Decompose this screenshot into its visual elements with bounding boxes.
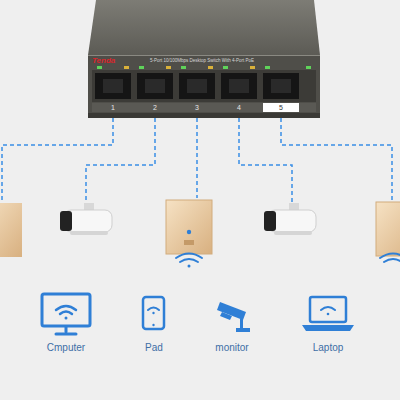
- pad-body: [143, 297, 164, 329]
- wifi-arc: [56, 306, 76, 310]
- port-contacts: [271, 79, 291, 93]
- cctv-arm: [240, 319, 243, 329]
- dashed-wire: [281, 118, 392, 200]
- port-number: 4: [229, 104, 249, 112]
- wifi-arc: [180, 259, 198, 262]
- rj45-port: [221, 73, 257, 99]
- wifi-dot: [188, 265, 191, 268]
- led: [124, 66, 129, 69]
- led: [181, 66, 186, 69]
- device-label: Pad: [118, 342, 190, 353]
- home-button: [152, 324, 154, 326]
- switch-base: [88, 113, 320, 118]
- camera-shade: [274, 231, 312, 235]
- number-strip: [92, 103, 316, 112]
- port-contacts: [103, 79, 123, 93]
- cctv-body: [217, 302, 246, 320]
- device-label: Laptop: [290, 342, 366, 353]
- switch-edge: [88, 55, 320, 56]
- wall-ap: [376, 202, 400, 256]
- port-bay: [92, 70, 316, 102]
- model-text: 5-Port 10/100Mbps Desktop Switch With 4-…: [150, 59, 254, 64]
- computer-icon: [42, 294, 90, 334]
- dashed-wire: [86, 118, 155, 205]
- device-label-group: monitor: [196, 290, 268, 356]
- led: [208, 66, 213, 69]
- port-contacts: [187, 79, 207, 93]
- cctv-base: [236, 328, 250, 332]
- dashed-wire: [2, 118, 113, 205]
- wifi-arc: [321, 307, 335, 310]
- wifi-arc: [148, 308, 159, 311]
- wifi-dot: [65, 317, 68, 320]
- wifi-signal: [176, 254, 202, 268]
- stand: [65, 327, 68, 332]
- led: [223, 66, 228, 69]
- led: [265, 66, 270, 69]
- power-led: [306, 66, 311, 69]
- network-wires: [2, 118, 392, 205]
- wifi-arc: [176, 254, 202, 259]
- device-label-group: Cmputer: [28, 290, 104, 356]
- laptop-base: [302, 325, 354, 331]
- port-contacts: [229, 79, 249, 93]
- pad-icon: [143, 297, 164, 329]
- brand-logo: Tenda: [92, 57, 115, 66]
- uplink-label-box: [263, 103, 299, 112]
- port-number: 1: [103, 104, 123, 112]
- wifi-arc: [384, 259, 400, 262]
- port-contacts: [145, 79, 165, 93]
- led: [139, 66, 144, 69]
- bullet-camera: [60, 203, 112, 235]
- switch-top: [88, 0, 320, 55]
- camera-shade: [70, 231, 108, 235]
- camera-front: [60, 211, 72, 231]
- bullet-camera: [264, 203, 316, 235]
- camera-front: [264, 211, 276, 231]
- port-number: 5: [271, 104, 291, 112]
- led: [250, 66, 255, 69]
- screen: [42, 294, 90, 326]
- port-number: 2: [145, 104, 165, 112]
- rj45-port: [95, 73, 131, 99]
- device-label: Cmputer: [28, 342, 104, 353]
- wifi-arc: [60, 312, 72, 315]
- wifi-dot: [327, 313, 330, 316]
- wifi-dot: [152, 312, 154, 314]
- wall-ap: [0, 203, 22, 257]
- switch-body: [88, 0, 320, 118]
- led: [166, 66, 171, 69]
- device-label-group: Pad: [118, 290, 190, 356]
- wifi-arc: [380, 254, 400, 259]
- port-number: 3: [187, 104, 207, 112]
- rj45-port: [179, 73, 215, 99]
- device-label: monitor: [196, 342, 268, 353]
- dashed-wire: [239, 118, 292, 205]
- stand-base: [56, 333, 76, 336]
- ap-plate: [166, 200, 212, 254]
- wifi-signal: [380, 254, 400, 263]
- rj45-port: [137, 73, 173, 99]
- wall-ap: [166, 200, 212, 254]
- ap-led: [187, 230, 191, 234]
- cctv-icon: [217, 302, 250, 332]
- cctv-lens: [220, 312, 232, 320]
- led: [97, 66, 102, 69]
- laptop-icon: [302, 297, 354, 331]
- device-label-group: Laptop: [290, 290, 366, 356]
- network-switch: Tenda 5-Port 10/100Mbps Desktop Switch Wi…: [88, 0, 320, 118]
- ap-port: [184, 240, 194, 245]
- rj45-port: [263, 73, 299, 99]
- switch-front: [88, 55, 320, 118]
- laptop-screen: [310, 297, 346, 322]
- dashed-wire: [196, 118, 198, 198]
